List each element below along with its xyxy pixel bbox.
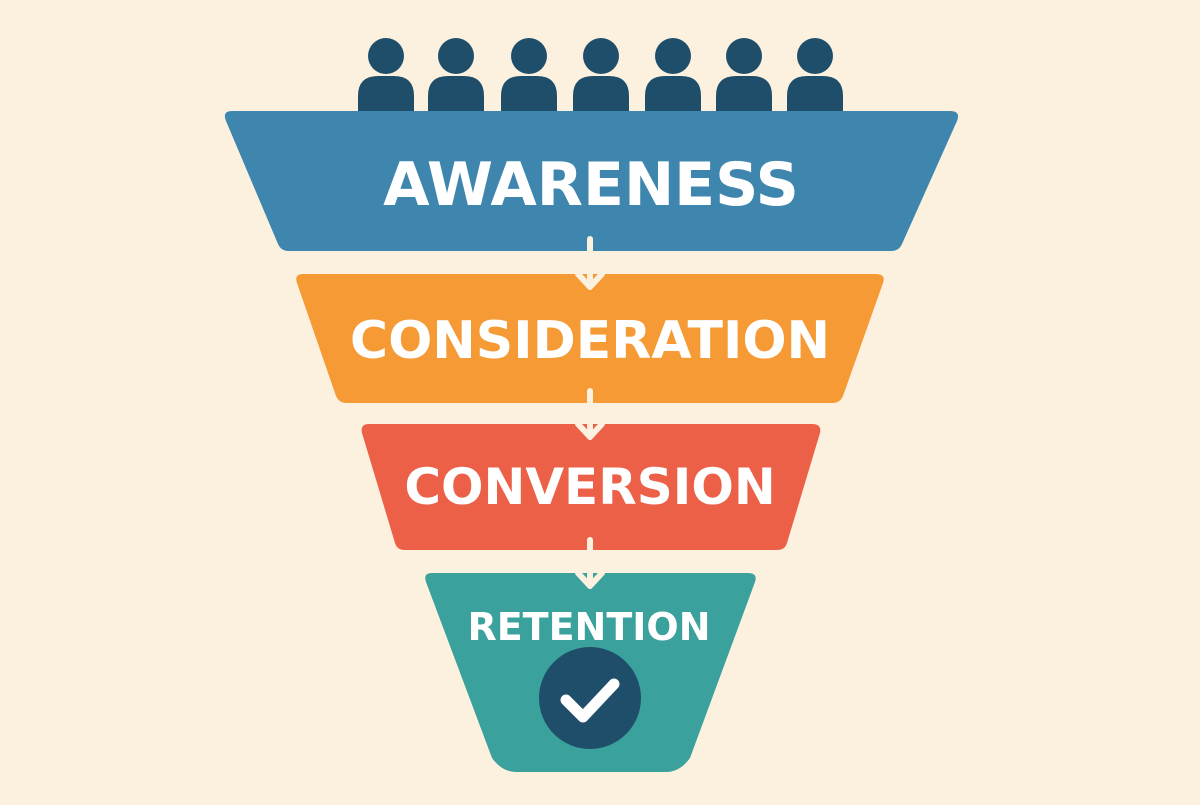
arrow-down-icon bbox=[575, 236, 605, 290]
stage-awareness: AWARENESS bbox=[224, 111, 959, 251]
awareness-band bbox=[224, 111, 959, 251]
conversion-label: CONVERSION bbox=[404, 458, 775, 516]
person-icon bbox=[716, 38, 772, 112]
consideration-band bbox=[296, 274, 884, 403]
check-badge-circle bbox=[539, 647, 641, 749]
person-icon bbox=[645, 38, 701, 112]
awareness-label: AWARENESS bbox=[383, 150, 799, 220]
stage-conversion: CONVERSION bbox=[361, 424, 821, 550]
stage-retention: RETENTION bbox=[425, 573, 756, 772]
conversion-band bbox=[361, 424, 821, 550]
check-badge bbox=[539, 647, 641, 749]
people-row bbox=[358, 38, 843, 112]
person-icon bbox=[358, 38, 414, 112]
arrow-down-icon bbox=[575, 388, 605, 440]
stage-consideration: CONSIDERATION bbox=[296, 274, 884, 403]
stage-connectors bbox=[575, 236, 605, 589]
person-icon bbox=[573, 38, 629, 112]
person-icon bbox=[428, 38, 484, 112]
person-icon bbox=[787, 38, 843, 112]
consideration-label: CONSIDERATION bbox=[350, 311, 830, 371]
person-icon bbox=[501, 38, 557, 112]
retention-label: RETENTION bbox=[467, 605, 710, 649]
arrow-down-icon bbox=[575, 537, 605, 589]
checkmark-icon bbox=[560, 678, 620, 723]
